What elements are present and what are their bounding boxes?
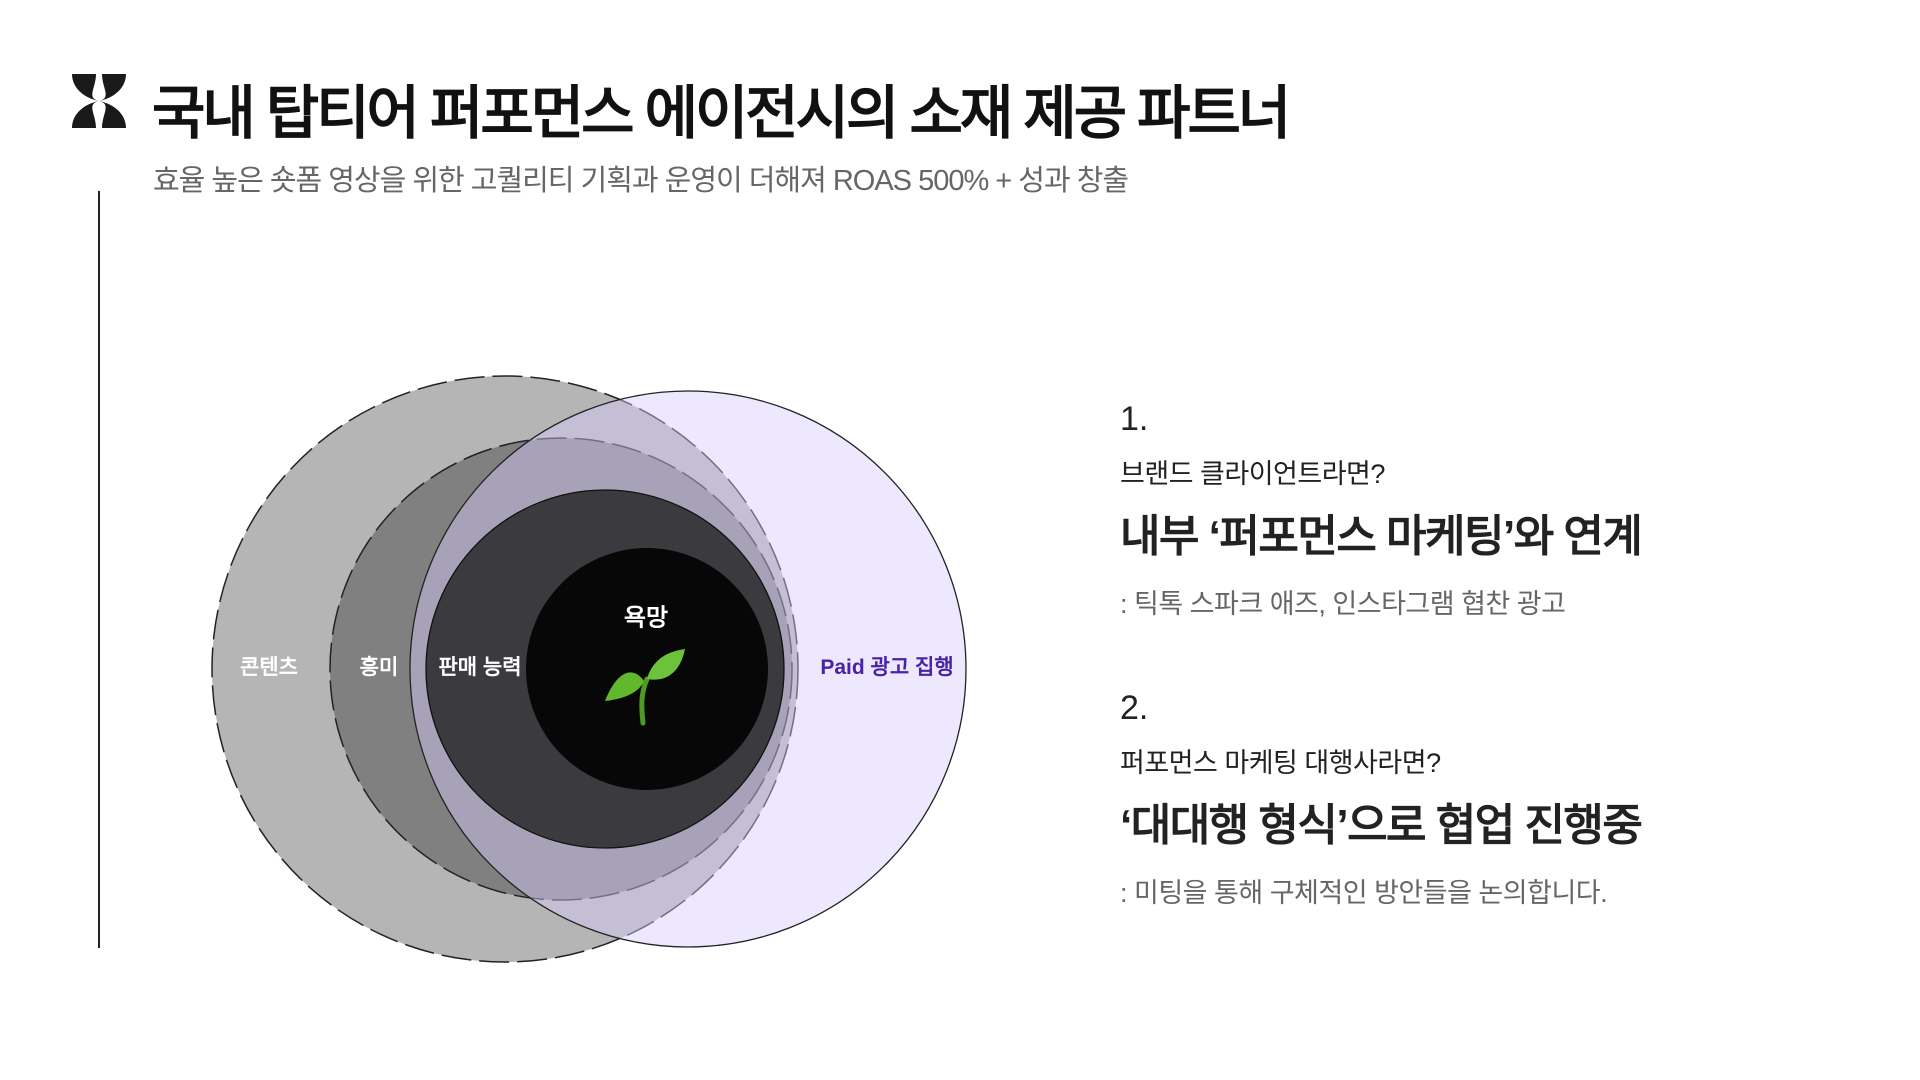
point-2-detail: : 미팅을 통해 구체적인 방안들을 논의합니다. <box>1120 878 1608 908</box>
point-1-headline: 내부 ‘퍼포먼스 마케팅’와 연계 <box>1120 512 1643 561</box>
page-title: 국내 탑티어 퍼포먼스 에이전시의 소재 제공 파트너 <box>152 81 1291 146</box>
page-subtitle: 효율 높은 숏폼 영상을 위한 고퀄리티 기획과 운영이 더해져 ROAS 50… <box>153 165 1129 197</box>
point-2-number: 2. <box>1120 689 1149 727</box>
label-sales: 판매 능력 <box>438 656 522 679</box>
label-content: 콘텐츠 <box>240 656 298 679</box>
label-paid: Paid 광고 집행 <box>820 656 954 679</box>
vertical-divider <box>98 191 100 948</box>
point-2-question: 퍼포먼스 마케팅 대행사라면? <box>1120 748 1441 778</box>
seedling-icon <box>605 649 685 726</box>
desire-circle <box>526 548 768 790</box>
label-desire: 욕망 <box>623 604 669 632</box>
point-1-number: 1. <box>1120 400 1149 438</box>
point-1-question: 브랜드 클라이언트라면? <box>1120 459 1385 489</box>
pinwheel-logo-icon <box>72 74 126 128</box>
label-interest: 흥미 <box>359 656 399 679</box>
point-1-detail: : 틱톡 스파크 애즈, 인스타그램 협찬 광고 <box>1120 589 1566 619</box>
point-2-headline: ‘대대행 형식’으로 협업 진행중 <box>1120 801 1643 850</box>
